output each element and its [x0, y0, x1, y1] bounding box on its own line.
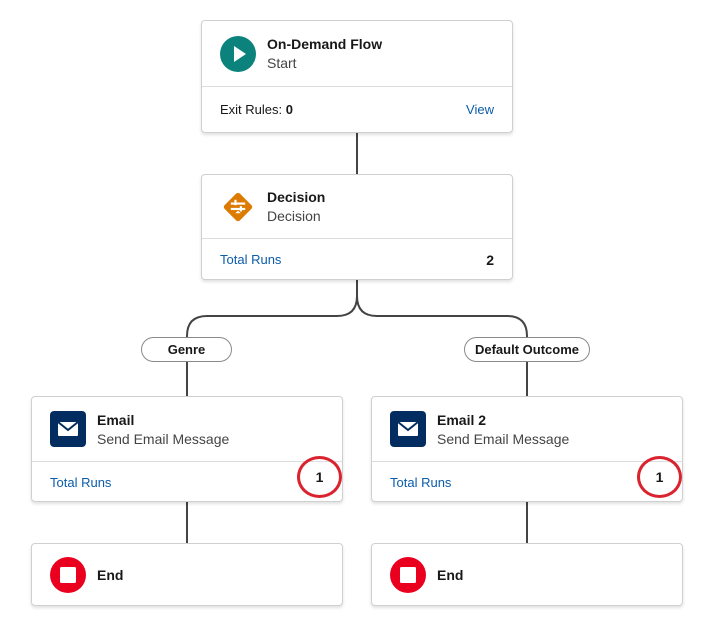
end-node-right-header[interactable]: End	[372, 544, 682, 605]
outcome-pill-default[interactable]: Default Outcome	[464, 337, 590, 362]
email-2-node-header[interactable]: Email 2 Send Email Message	[372, 397, 682, 461]
stop-icon	[50, 556, 86, 593]
decision-node-footer: Total Runs 2	[202, 238, 512, 280]
email-node-title: Email	[97, 411, 135, 428]
email-2-total-runs-link[interactable]: Total Runs	[390, 474, 452, 490]
email-2-node-footer: Total Runs 1	[372, 456, 682, 502]
highlight-ring: 1	[297, 456, 342, 498]
play-icon	[220, 35, 256, 72]
email-2-node[interactable]: Email 2 Send Email Message Total Runs 1	[371, 396, 683, 502]
start-node-title: On-Demand Flow	[267, 36, 383, 52]
outcome-pill-genre[interactable]: Genre	[141, 337, 232, 362]
start-node[interactable]: On-Demand Flow Start Exit Rules: 0 View	[201, 20, 513, 133]
envelope-icon	[50, 411, 86, 447]
decision-node-title: Decision	[267, 189, 326, 205]
envelope-icon	[390, 411, 426, 447]
email-total-runs-link[interactable]: Total Runs	[50, 474, 112, 490]
end-node-left[interactable]: End	[31, 543, 343, 606]
decision-total-runs-link[interactable]: Total Runs	[220, 252, 282, 267]
start-node-footer: Exit Rules: 0 View	[202, 86, 512, 132]
stop-icon	[390, 556, 426, 593]
exit-rules-label: Exit Rules: 0	[220, 102, 293, 117]
view-link[interactable]: View	[466, 102, 494, 117]
email-node-header[interactable]: Email Send Email Message	[32, 397, 342, 461]
highlight-ring: 1	[637, 456, 682, 498]
decision-total-runs-value: 2	[486, 251, 494, 268]
email-2-node-title: Email 2	[437, 411, 487, 428]
email-2-total-runs-value: 1	[655, 469, 664, 485]
decision-node[interactable]: Decision Decision Total Runs 2	[201, 174, 513, 280]
email-node-footer: Total Runs 1	[32, 456, 342, 502]
end-node-left-title: End	[97, 566, 124, 583]
decision-node-subtitle: Decision	[267, 208, 321, 224]
email-total-runs-value: 1	[315, 469, 324, 485]
exit-rules-text: Exit Rules:	[220, 102, 283, 117]
decision-node-header[interactable]: Decision Decision	[202, 175, 512, 238]
exit-rules-value: 0	[285, 102, 293, 117]
end-node-left-header[interactable]: End	[32, 544, 342, 605]
email-node[interactable]: Email Send Email Message Total Runs 1	[31, 396, 343, 502]
start-node-header[interactable]: On-Demand Flow Start	[202, 21, 512, 86]
end-node-right-title: End	[437, 566, 464, 583]
decision-icon	[220, 189, 256, 225]
email-2-node-subtitle: Send Email Message	[437, 430, 570, 447]
end-node-right[interactable]: End	[371, 543, 683, 606]
start-node-subtitle: Start	[267, 55, 297, 71]
email-node-subtitle: Send Email Message	[97, 430, 230, 447]
